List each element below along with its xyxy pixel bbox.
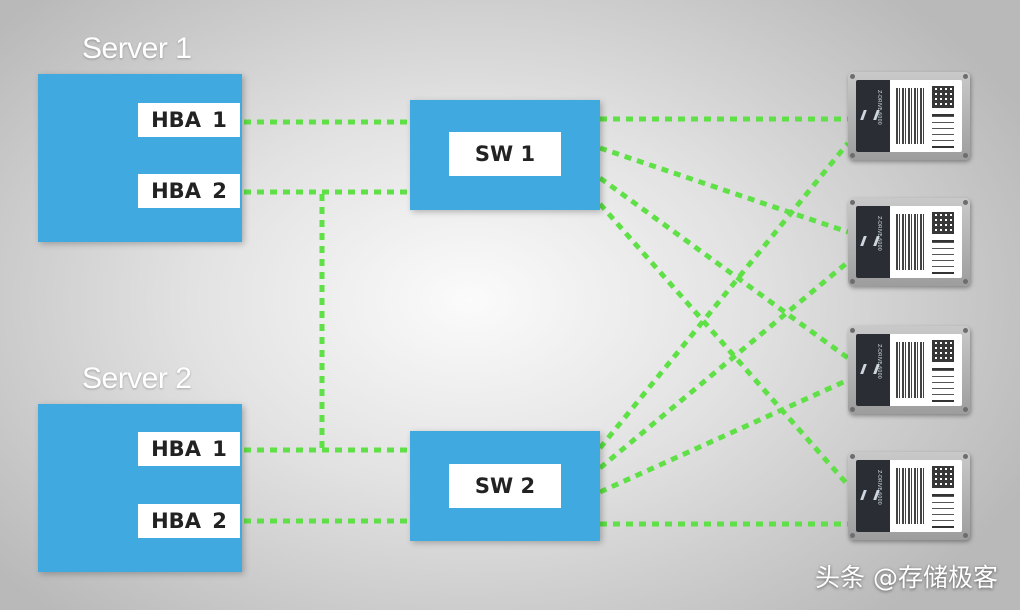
qr-code-icon xyxy=(932,466,954,488)
link-sw1-drive2 xyxy=(599,145,849,235)
qr-code-icon xyxy=(932,86,954,108)
drive-stripe: Z-DRIVE 6000 xyxy=(856,80,890,152)
switch-2-label: SW 2 xyxy=(449,464,561,508)
drive-3: Z-DRIVE 6000 xyxy=(848,326,970,414)
drive-stripe: Z-DRIVE 6000 xyxy=(856,206,890,278)
screw-icon xyxy=(850,74,855,79)
screw-icon xyxy=(850,200,855,205)
server-2-hba-1: HBA 1 xyxy=(138,432,240,466)
drive-4: Z-DRIVE 6000 xyxy=(848,452,970,540)
screw-icon xyxy=(963,279,968,284)
certification-icons xyxy=(932,368,954,402)
link-sw2-drive1 xyxy=(598,141,850,450)
drive-model-text: Z-DRIVE 6000 xyxy=(876,216,882,251)
screw-icon xyxy=(963,407,968,412)
certification-icons xyxy=(932,494,954,528)
qr-code-icon xyxy=(932,340,954,362)
screw-icon xyxy=(963,74,968,79)
server-1-label: Server 1 xyxy=(82,32,192,65)
server-1-box xyxy=(38,74,242,242)
server-1-hba-2: HBA 2 xyxy=(138,174,240,208)
switch-1-label: SW 1 xyxy=(449,132,561,176)
link-sw2-drive2 xyxy=(598,260,850,470)
screw-icon xyxy=(963,533,968,538)
barcode-icon xyxy=(896,88,926,144)
server-2-hba-2: HBA 2 xyxy=(138,504,240,538)
screw-icon xyxy=(963,454,968,459)
link-sw2-drive3 xyxy=(598,377,850,495)
server-2-box xyxy=(38,404,242,572)
screw-icon xyxy=(963,153,968,158)
drive-model-text: Z-DRIVE 6000 xyxy=(876,470,882,505)
drive-label: Z-DRIVE 6000 xyxy=(856,206,962,278)
drive-stripe: Z-DRIVE 6000 xyxy=(856,460,890,532)
server-2-label: Server 2 xyxy=(82,362,192,395)
drive-model-text: Z-DRIVE 6000 xyxy=(876,344,882,379)
barcode-icon xyxy=(896,214,926,270)
screw-icon xyxy=(850,407,855,412)
drive-label: Z-DRIVE 6000 xyxy=(856,80,962,152)
drive-stripe: Z-DRIVE 6000 xyxy=(856,334,890,406)
link-sw1-drive3 xyxy=(598,175,850,361)
barcode-icon xyxy=(896,468,926,524)
drive-label: Z-DRIVE 6000 xyxy=(856,334,962,406)
screw-icon xyxy=(850,279,855,284)
certification-icons xyxy=(932,240,954,274)
drive-2: Z-DRIVE 6000 xyxy=(848,198,970,286)
screw-icon xyxy=(963,328,968,333)
watermark: 头条 @存储极客 xyxy=(815,563,998,592)
link-sw1-drive4 xyxy=(598,202,850,487)
drive-1: Z-DRIVE 6000 xyxy=(848,72,970,160)
drive-label: Z-DRIVE 6000 xyxy=(856,460,962,532)
screw-icon xyxy=(850,533,855,538)
drive-model-text: Z-DRIVE 6000 xyxy=(876,90,882,125)
barcode-icon xyxy=(896,342,926,398)
screw-icon xyxy=(850,454,855,459)
screw-icon xyxy=(850,153,855,158)
qr-code-icon xyxy=(932,212,954,234)
certification-icons xyxy=(932,114,954,148)
screw-icon xyxy=(850,328,855,333)
server-1-hba-1: HBA 1 xyxy=(138,103,240,137)
screw-icon xyxy=(963,200,968,205)
